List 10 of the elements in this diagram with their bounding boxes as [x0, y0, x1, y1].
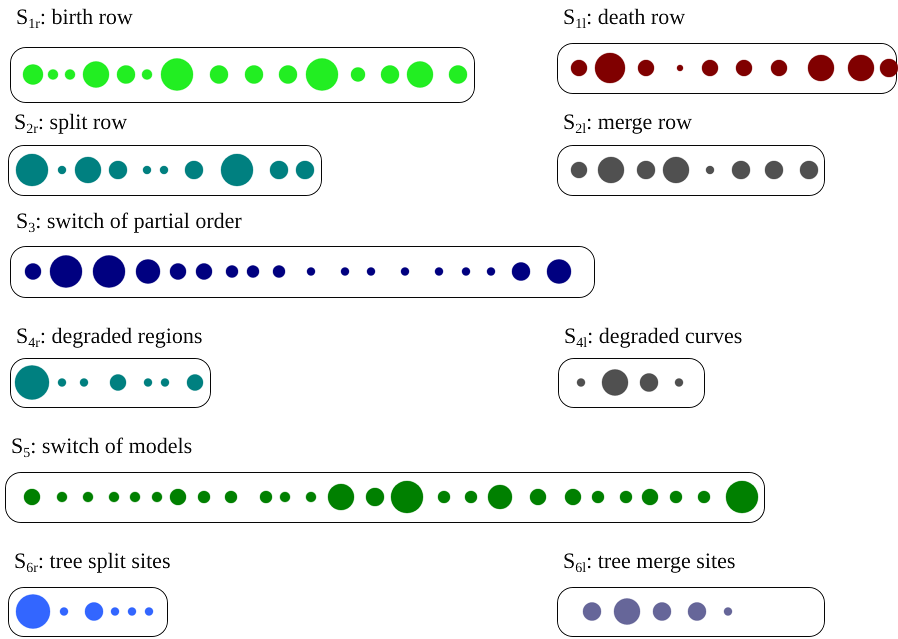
row-heading: S$_{6l}$: tree merge sites	[562, 548, 736, 578]
row-heading: S$_{2r}$: split row	[13, 109, 128, 139]
row-heading: S$_{1r}$: birth row	[15, 4, 133, 34]
row-heading: S$_{4r}$: degraded regions	[15, 323, 202, 353]
row-heading: S$_{3}$: switch of partial order	[15, 208, 242, 238]
row-heading: S$_{2l}$: merge row	[562, 109, 692, 139]
row-heading: S$_{1l}$: death row	[562, 4, 686, 34]
row-heading: S$_{4l}$: degraded curves	[563, 323, 742, 353]
row-heading: S$_{5}$: switch of models	[10, 433, 192, 463]
row-heading: S$_{6r}$: tree split sites	[13, 548, 171, 578]
